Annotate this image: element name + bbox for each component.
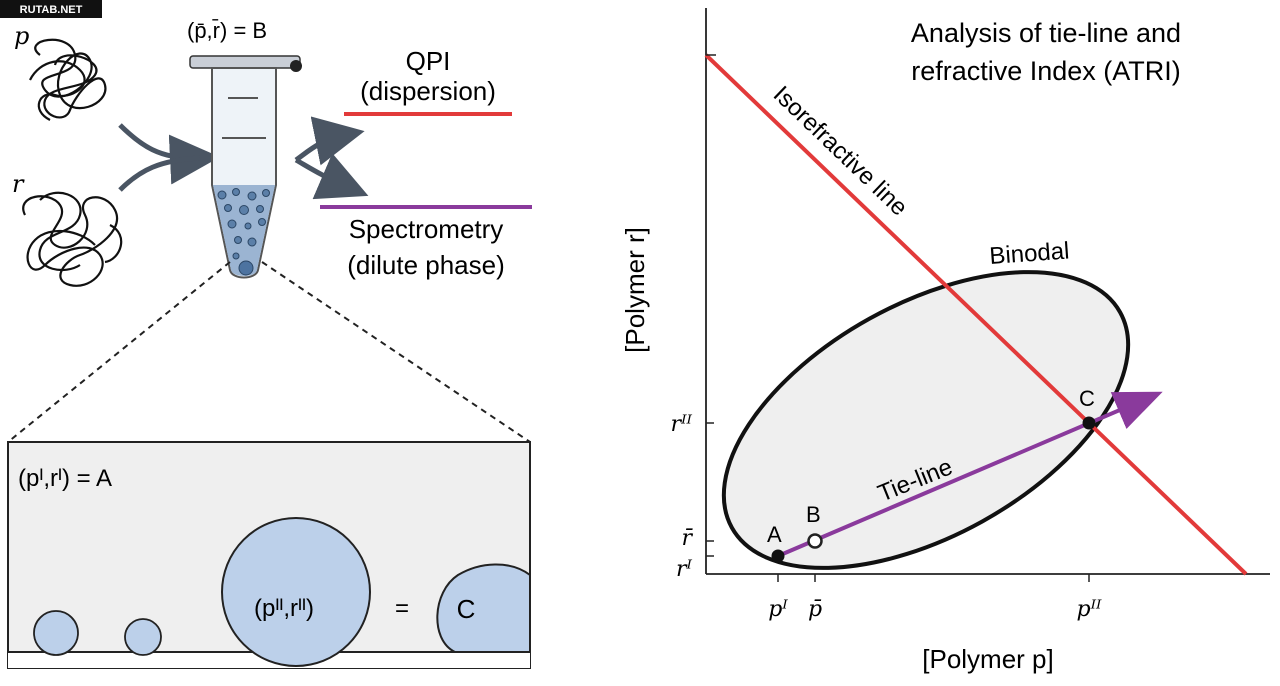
r-label: r (12, 170, 25, 198)
arrow-to-spectrometry (294, 153, 369, 200)
arrow-r-to-tube (118, 155, 201, 192)
arrow-p-to-tube (118, 123, 220, 185)
zoom-c: C (457, 594, 476, 624)
droplet-small-1 (33, 610, 79, 656)
isorefractive-line (704, 53, 1248, 576)
zoom-label-c-left: (pᴵᴵ,rᴵᴵ) (254, 595, 314, 622)
test-tube (189, 55, 302, 279)
x-axis-label: [Polymer p] (922, 644, 1054, 674)
point-a (771, 549, 785, 563)
y-tick-r2: rᴵᴵ (671, 412, 693, 437)
point-b-label: B (806, 502, 821, 527)
binodal-label: Binodal (989, 237, 1071, 270)
qpi-title: QPI (406, 46, 451, 76)
zoom-equals: = (395, 595, 409, 622)
point-a-label: A (767, 522, 782, 547)
tube-label: (p̄,r̄) = B (187, 18, 267, 43)
y-axis-label: [Polymer r] (620, 227, 650, 353)
point-c (1082, 416, 1096, 430)
x-tick-p2: pᴵᴵ (1076, 597, 1102, 622)
point-c-label: C (1079, 386, 1095, 411)
x-tick-pbar: p̄ (808, 597, 822, 622)
binodal-curve (721, 270, 1131, 570)
droplet-c (436, 563, 531, 653)
tick-marks (706, 54, 1090, 582)
x-tick-p1: pᴵ (768, 597, 788, 622)
zoom-label-a: (pᴵ,rᴵ) = A (18, 465, 112, 492)
polymer-r-coil (22, 191, 123, 287)
zoom-line-right (261, 261, 531, 443)
p-label: p (14, 22, 29, 50)
polymer-p-coil (29, 38, 107, 121)
y-tick-rbar: r̄ (681, 526, 693, 551)
zoom-line-left (7, 261, 231, 443)
arrow-to-qpi (294, 116, 365, 166)
chart-title-line1: Analysis of tie-line and (911, 18, 1181, 48)
chart-title-line2: refractive Index (ATRI) (911, 56, 1181, 86)
point-b (807, 533, 823, 549)
spectrometry-subtitle: (dilute phase) (347, 250, 505, 280)
droplet-large (221, 517, 371, 667)
isorefractive-label: Isorefractive line (768, 81, 913, 221)
watermark-text: RUTAB.NET (20, 4, 83, 16)
watermark: RUTAB.NET (0, 0, 102, 18)
spectrometry-title: Spectrometry (349, 214, 504, 244)
droplet-small-2 (124, 618, 162, 656)
qpi-subtitle: (dispersion) (360, 76, 496, 106)
y-tick-r1: rᴵ (676, 557, 693, 582)
